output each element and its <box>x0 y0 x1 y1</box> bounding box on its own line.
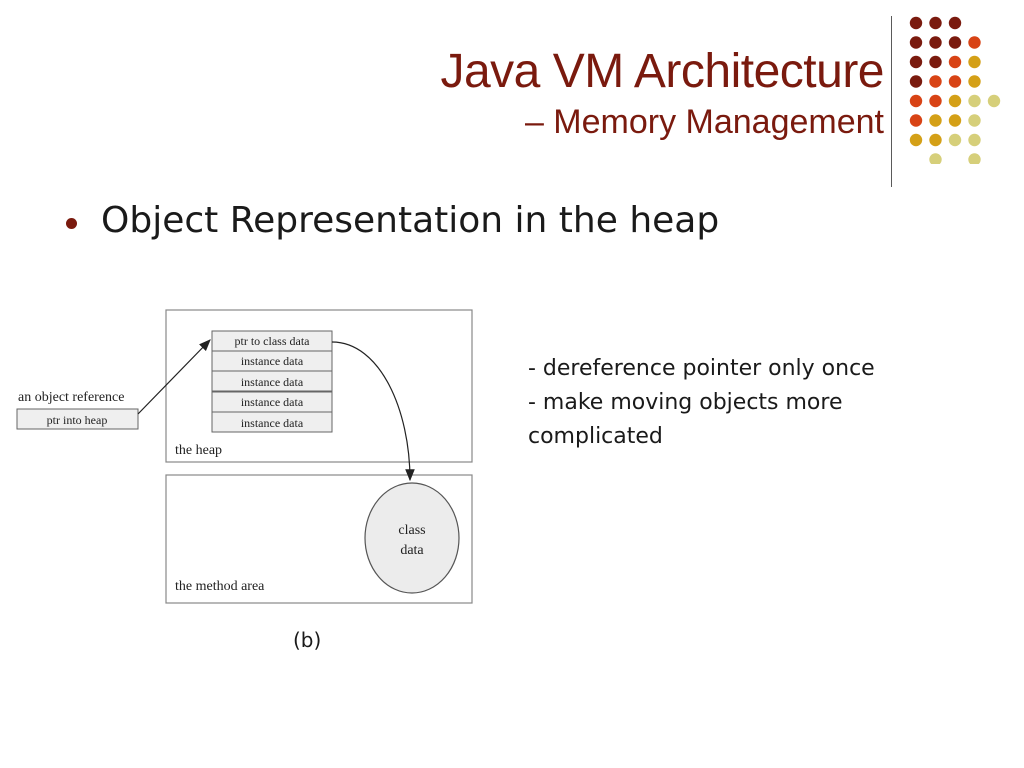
heap-cell <box>211 411 333 433</box>
bullet-text: Object Representation in the heap <box>101 200 720 241</box>
decorative-dot <box>909 114 923 127</box>
object-reference-label: an object reference <box>18 390 124 405</box>
decorative-dot <box>929 94 942 108</box>
heap-cell <box>211 370 333 392</box>
class-data-label-line1: class <box>398 523 425 538</box>
decorative-dot <box>929 55 942 69</box>
note-line: complicated <box>528 424 663 449</box>
heap-cell-label: ptr to class data <box>235 334 311 348</box>
decorative-dot <box>948 75 962 88</box>
decorative-dot <box>968 55 981 69</box>
class-data-label-line2: data <box>400 543 424 558</box>
heap-cell-label: instance data <box>241 416 304 430</box>
heap-label: the heap <box>175 443 222 458</box>
figure-caption: (b) <box>293 628 322 652</box>
decorative-dot <box>909 75 923 88</box>
decorative-dot-grid <box>909 16 1001 164</box>
reference-arrow <box>137 339 211 415</box>
notes-text: - dereference pointer only once - make m… <box>528 352 988 454</box>
decorative-dot <box>909 36 923 49</box>
method-area-label: the method area <box>175 579 265 594</box>
heap-cell-label: instance data <box>241 375 304 389</box>
decorative-dot <box>909 55 923 69</box>
title-main: Java VM Architecture <box>440 45 884 98</box>
decorative-dot <box>929 16 942 30</box>
decorative-dot <box>968 114 981 127</box>
ptr-into-heap-box <box>16 408 139 430</box>
decorative-dot <box>948 55 962 69</box>
decorative-dot <box>948 94 962 108</box>
decorative-dot <box>948 133 962 147</box>
heap-cell-label: instance data <box>241 395 304 409</box>
decorative-dot <box>929 114 942 127</box>
decorative-dot <box>948 114 962 127</box>
decorative-dot <box>929 133 942 147</box>
decorative-dot <box>968 75 981 88</box>
title-subtitle: – Memory Management <box>524 103 884 141</box>
decorative-dot <box>929 75 942 88</box>
decorative-dot <box>968 153 981 164</box>
decorative-dot <box>948 16 962 30</box>
bullet-item: Object Representation in the heap <box>66 200 719 241</box>
decorative-dot <box>909 94 923 108</box>
note-line: - make moving objects more <box>528 390 843 415</box>
slide-title: Java VM Architecture – Memory Management <box>440 44 884 142</box>
decorative-dot <box>968 94 981 108</box>
decorative-dot <box>948 36 962 49</box>
note-line: - dereference pointer only once <box>528 356 875 381</box>
bullet-dot-icon <box>66 218 77 229</box>
heap-cell-label: instance data <box>241 354 304 368</box>
title-divider <box>891 16 892 187</box>
heap-diagram: the heap ptr to class data instance data… <box>16 309 473 604</box>
decorative-dot <box>968 36 981 49</box>
decorative-dot <box>929 36 942 49</box>
heap-cells: ptr to class data instance data instance… <box>211 330 333 433</box>
ptr-into-heap-label: ptr into heap <box>47 413 108 427</box>
decorative-dot <box>909 133 923 147</box>
decorative-dot <box>929 153 942 164</box>
decorative-dot <box>909 16 923 30</box>
class-data-ellipse <box>364 482 460 594</box>
class-pointer-arrow <box>331 341 415 482</box>
decorative-dot <box>987 94 1001 108</box>
decorative-dot <box>968 133 981 147</box>
